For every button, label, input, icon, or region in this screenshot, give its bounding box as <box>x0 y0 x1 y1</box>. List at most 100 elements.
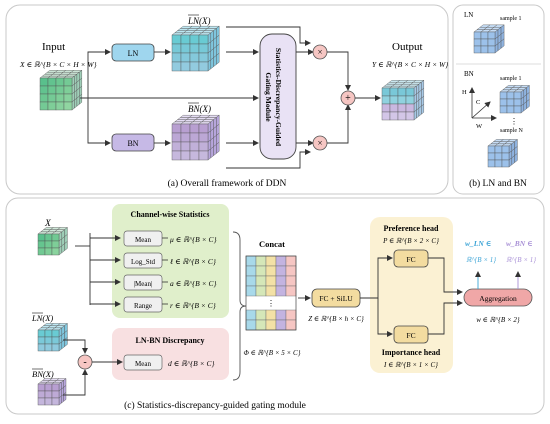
importance-to-agg-arrow <box>428 300 463 335</box>
concat-cell <box>255 319 267 331</box>
add-symbol: + <box>345 93 351 104</box>
concat-cell <box>275 309 287 321</box>
cube-front-cell <box>198 34 209 45</box>
multiply-top-symbol: × <box>317 47 322 57</box>
input-cube <box>39 69 83 111</box>
p-formula: P ∈ ℝ^{B × 2 × C} <box>382 237 439 245</box>
cube-front-cell <box>180 34 191 45</box>
bn-to-minus-arrow <box>63 369 88 396</box>
cube-front-cell <box>198 132 209 143</box>
cube-front-cell <box>55 93 65 103</box>
concat-cell <box>245 309 257 321</box>
concat-cell <box>255 309 267 321</box>
cube-front-cell <box>397 87 407 97</box>
stat-box <box>123 230 163 247</box>
gating-module-label: Statistics-Discrepancy-GuidedGating Modu… <box>264 48 283 147</box>
preference-to-agg-arrow <box>428 257 463 295</box>
caption-c: (c) Statistics-discrepancy-guided gating… <box>124 400 306 411</box>
cube-front-cell <box>480 38 489 47</box>
cube-front-cell <box>44 329 53 338</box>
cube-front-cell <box>501 145 510 154</box>
cube-front-cell <box>487 31 496 40</box>
axis-w-label: W <box>476 123 483 130</box>
cube-front-cell <box>47 77 57 87</box>
input-x-label: X <box>44 219 52 229</box>
concat-cell <box>285 285 297 297</box>
ln-output-label: LN(X) <box>187 16 211 26</box>
cube-front-cell <box>180 52 191 63</box>
minus-symbol: - <box>83 357 86 368</box>
cube-front-cell <box>171 52 182 63</box>
cube-front-cell <box>37 397 46 406</box>
bn-samplen-cube <box>487 138 518 168</box>
cube-front-cell <box>381 87 391 97</box>
concat-cell <box>265 255 277 267</box>
panel-c-bn-label: BN(X) <box>32 369 54 379</box>
cube-front-cell <box>494 152 503 161</box>
cube-side-cell <box>64 240 68 252</box>
stat-formula: r ∈ ℝ^{B × C} <box>170 301 216 310</box>
cube-front-cell <box>473 45 482 54</box>
cube-front-cell <box>480 31 489 40</box>
concat-cell <box>275 285 287 297</box>
fc-bottom-box <box>393 325 429 344</box>
cube-front-cell <box>180 150 191 161</box>
cube-front-cell <box>381 95 391 105</box>
caption-b: (b) LN and BN <box>469 178 527 189</box>
cube-front-cell <box>171 61 182 72</box>
fc-to-importance-arrow <box>377 298 393 337</box>
ln-output-cube <box>171 25 220 72</box>
cube-front-cell <box>480 45 489 54</box>
cube-front-cell <box>198 141 209 152</box>
input-to-bn-arrow <box>87 98 111 146</box>
cube-front-cell <box>487 45 496 54</box>
input-label: Input <box>42 41 65 53</box>
cube-front-cell <box>189 123 200 134</box>
cube-front-cell <box>180 141 191 152</box>
cube-front-cell <box>499 98 508 107</box>
cube-front-cell <box>39 85 49 95</box>
concat-cell <box>265 309 277 321</box>
cube-front-cell <box>487 38 496 47</box>
cube-front-cell <box>37 336 46 345</box>
cube-front-cell <box>513 105 522 114</box>
cube-side-cell <box>413 109 417 121</box>
cube-side-cell <box>79 93 83 105</box>
cube-side-cell <box>63 392 67 402</box>
bn-box <box>111 133 155 152</box>
cube-front-cell <box>389 95 399 105</box>
cube-front-cell <box>506 91 515 100</box>
preference-head-title: Preference head <box>383 224 439 233</box>
cube-front-cell <box>513 98 522 107</box>
stat-formula: ℓ ∈ ℝ^{B × C} <box>170 257 216 266</box>
concat-cell <box>245 255 257 267</box>
cube-front-cell <box>55 77 65 87</box>
cube-front-cell <box>63 93 73 103</box>
cube-side-cell <box>421 103 424 115</box>
cube-front-cell <box>397 103 407 113</box>
phi-formula: Φ ∈ ℝ^{B × 5 × C} <box>244 349 301 357</box>
stat-formula: μ ∈ ℝ^{B × C} <box>170 235 217 244</box>
cube-front-cell <box>180 43 191 54</box>
discrepancy-title: LN-BN Discrepancy <box>136 336 205 345</box>
ln-box-label: LN <box>128 49 139 58</box>
cube-front-cell <box>180 61 191 72</box>
cube-front-cell <box>37 233 46 242</box>
concat-cell <box>285 275 297 287</box>
concat-cell <box>275 255 287 267</box>
cube-front-cell <box>44 233 53 242</box>
concat-cell <box>285 319 297 331</box>
stat-name: Mean <box>135 236 151 244</box>
cube-side-cell <box>216 141 220 154</box>
cube-front-cell <box>171 150 182 161</box>
cube-side-cell <box>76 95 80 107</box>
concat-cell <box>255 285 267 297</box>
cube-front-cell <box>171 132 182 143</box>
w-formula: w ∈ ℝ^{B × 2} <box>476 316 520 324</box>
cube-front-cell <box>39 93 49 103</box>
cube-front-cell <box>51 383 60 392</box>
panel-c-frame <box>5 197 545 415</box>
stat-formula: a ∈ ℝ^{B × C} <box>170 279 217 288</box>
cube-front-cell <box>37 343 46 352</box>
fc-bottom-label: FC <box>406 331 415 340</box>
